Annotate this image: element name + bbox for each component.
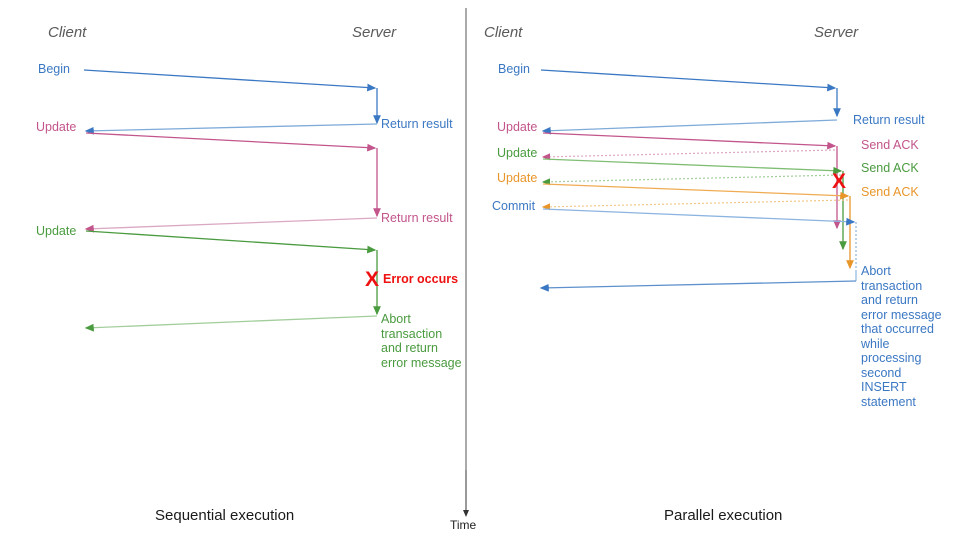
right-actor-server: Server	[814, 24, 859, 41]
right-arrow-commit	[542, 208, 856, 226]
left-actor-client: Client	[48, 24, 87, 41]
right-label-update-2: Update	[497, 146, 538, 160]
right-actor-client: Client	[484, 24, 523, 41]
left-diagram-arrows	[83, 69, 381, 332]
right-arrow-update-orange	[542, 183, 850, 200]
right-label-update-3: Update	[497, 171, 538, 185]
left-label-begin: Begin	[38, 62, 70, 76]
left-label-error-occurs: Error occurs	[383, 272, 459, 286]
left-label-update-2: Update	[36, 224, 77, 238]
left-arrow-begin	[83, 69, 377, 92]
right-arrow-ack-orange	[541, 199, 849, 211]
right-arrow-ack-pink	[541, 149, 836, 161]
right-label-return-result: Return result	[853, 113, 925, 127]
left-arrow-abort	[84, 315, 378, 332]
left-abort-note: Abort transaction and return error messa…	[381, 312, 462, 370]
left-arrow-return-1	[84, 123, 378, 135]
left-arrow-update-2	[85, 230, 377, 254]
left-label-update-1: Update	[36, 120, 77, 134]
right-arrow-return-result	[541, 119, 838, 135]
right-label-commit: Commit	[492, 199, 536, 213]
right-diagram-arrows	[539, 69, 857, 292]
right-arrow-ack-green	[541, 174, 842, 186]
left-arrow-return-2	[84, 217, 378, 233]
left-arrow-update-1	[85, 132, 377, 152]
right-abort-note: Abort transaction and return error messa…	[861, 264, 942, 409]
right-label-send-ack-2: Send ACK	[861, 161, 919, 175]
right-error-x-icon: X	[832, 170, 847, 193]
right-arrow-update-green	[542, 158, 843, 175]
right-label-send-ack-3: Send ACK	[861, 185, 919, 199]
left-caption: Sequential execution	[155, 507, 295, 524]
right-arrow-begin	[540, 69, 837, 92]
left-label-return-result-2: Return result	[381, 211, 453, 225]
right-label-send-ack-1: Send ACK	[861, 138, 919, 152]
left-actor-server: Server	[352, 24, 397, 41]
right-caption: Parallel execution	[664, 507, 783, 524]
right-arrow-update-pink	[542, 132, 837, 150]
left-label-return-result-1: Return result	[381, 117, 453, 131]
left-error-x-icon: X	[365, 268, 380, 291]
right-arrow-abort	[539, 280, 857, 292]
right-label-update-1: Update	[497, 120, 538, 134]
right-label-begin: Begin	[498, 62, 530, 76]
time-axis-label: Time	[450, 518, 477, 532]
